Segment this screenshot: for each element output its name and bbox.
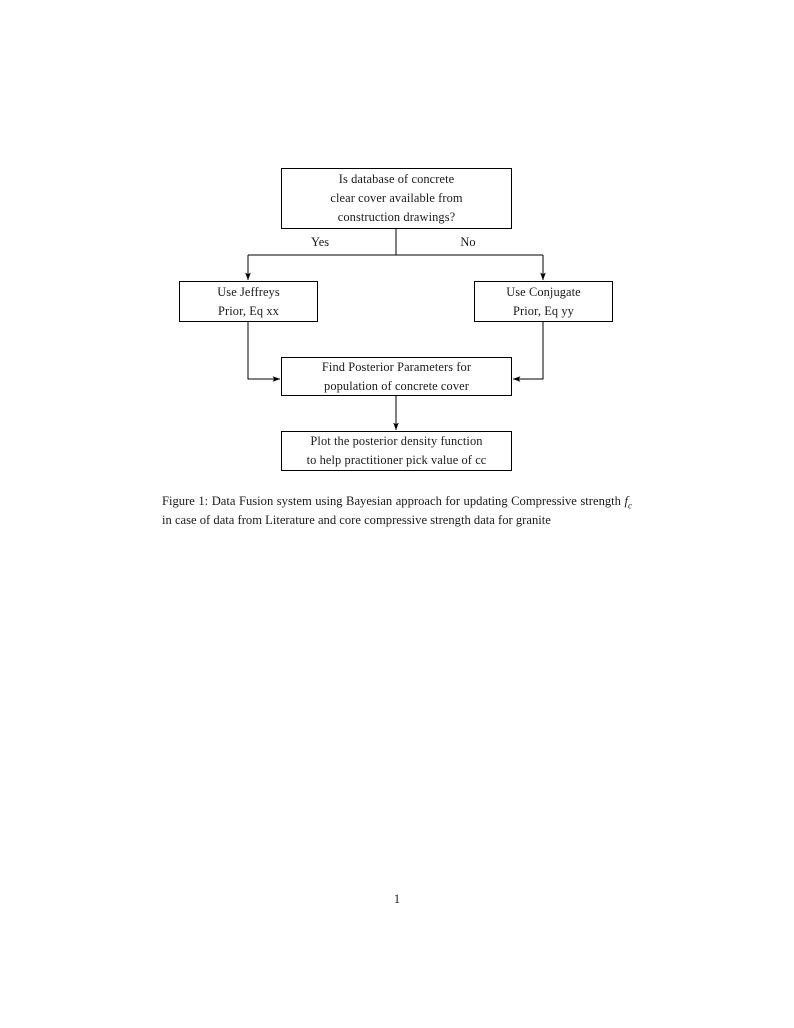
flow-node-find-posterior-line-1: Find Posterior Parameters for	[321, 359, 472, 374]
flow-node-plot-posterior[interactable]: Plot the posterior density function to h…	[281, 431, 512, 471]
flow-node-plot-line-1: Plot the posterior density function	[310, 434, 483, 449]
figure-caption-math-symbol: f	[624, 494, 628, 508]
flow-node-jeffreys-prior[interactable]: Use Jeffreys Prior, Eq xx	[179, 281, 318, 322]
edge-label-no: No	[460, 235, 476, 249]
flow-node-jeffreys-line-1: Use Jeffreys	[217, 284, 280, 299]
flow-node-jeffreys-line-2: Prior, Eq xx	[218, 303, 279, 318]
flow-node-find-posterior-line-2: population of concrete cover	[324, 378, 469, 393]
figure-caption-label: Figure 1:	[162, 494, 209, 508]
flow-node-conjugate-line-1: Use Conjugate	[506, 284, 581, 299]
edge-label-yes: Yes	[310, 235, 330, 249]
figure-flowchart: Is database of concrete clear cover avai…	[0, 0, 794, 490]
edge-conjugate-to-posterior	[512, 322, 544, 382]
flow-node-conjugate-prior[interactable]: Use Conjugate Prior, Eq yy	[474, 281, 613, 322]
flow-node-plot-line-2: to help practitioner pick value of cc	[306, 453, 487, 467]
flow-node-decision-line-1: Is database of concrete	[338, 172, 455, 187]
edge-jeffreys-to-posterior	[247, 322, 281, 382]
figure-caption-text-1: Data Fusion system using Bayesian approa…	[211, 494, 621, 508]
flow-node-find-posterior[interactable]: Find Posterior Parameters for population…	[281, 357, 512, 396]
figure-caption-text-2: in case of data from Literature and core…	[162, 512, 551, 527]
figure-caption: Figure 1: Data Fusion system using Bayes…	[162, 492, 632, 530]
flow-node-conjugate-line-2: Prior, Eq yy	[513, 303, 574, 318]
figure-caption-math-subscript: c	[627, 500, 633, 511]
flow-node-decision[interactable]: Is database of concrete clear cover avai…	[281, 168, 512, 229]
page-number: 1	[393, 892, 401, 906]
flow-node-decision-line-2: clear cover available from	[330, 191, 463, 206]
flowchart-connectors	[245, 229, 546, 431]
flow-node-decision-line-3: construction drawings?	[337, 209, 456, 224]
